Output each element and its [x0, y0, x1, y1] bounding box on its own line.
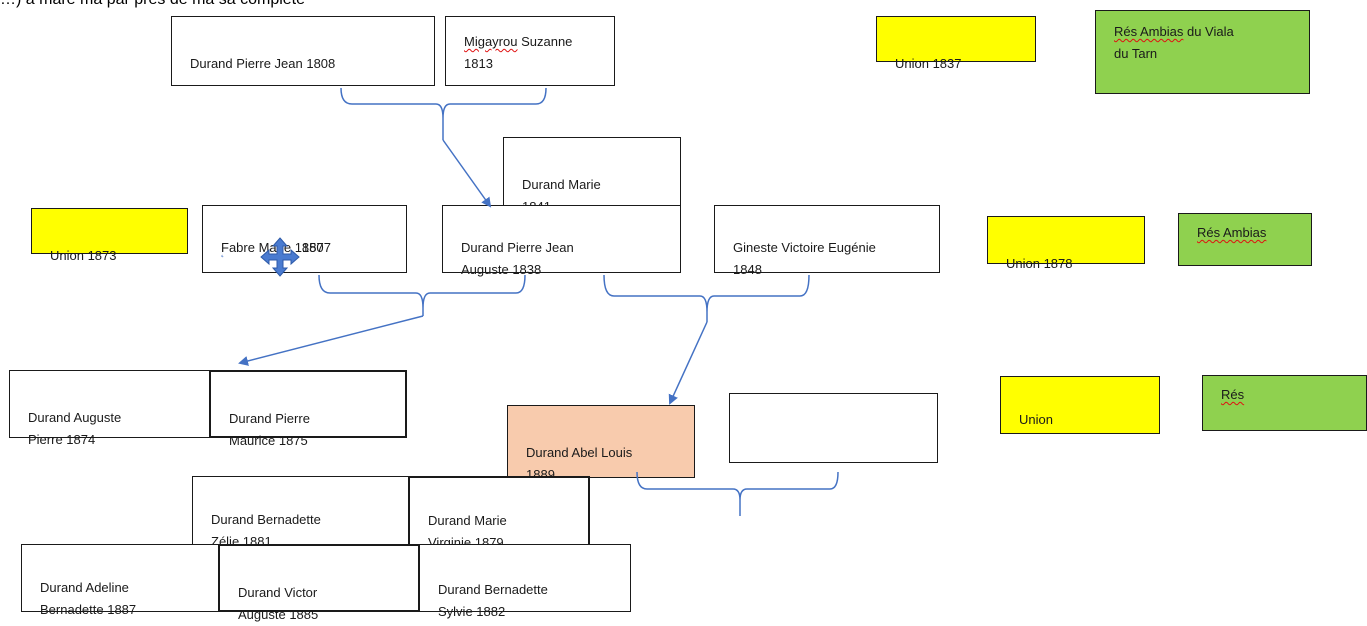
residence-label: du Viala du Tarn	[1114, 24, 1234, 61]
person-label: Gineste Victoire Eugénie 1848	[733, 240, 876, 277]
person-label: Durand Pierre Maurice 1875	[229, 411, 310, 448]
person-box-durand-pierre-jean-1808[interactable]: Durand Pierre Jean 1808	[171, 16, 435, 86]
union-label: Union	[1019, 412, 1053, 427]
person-box-durand-adeline[interactable]: Durand Adeline Bernadette 1887	[21, 544, 220, 617]
union-label: Union 1878	[1006, 256, 1073, 271]
residence-label-underlined: Rés Ambias	[1197, 225, 1267, 240]
union-box-1873[interactable]: Union 1873	[31, 208, 188, 263]
person-label: Durand Pierre Jean Auguste 1838	[461, 240, 574, 277]
person-label: Durand Adeline Bernadette 1887	[40, 580, 137, 617]
person-box-migayrou-suzanne[interactable]: Migayrou Suzanne 1813	[445, 16, 615, 86]
residence-label-underlined: Rés	[1221, 387, 1245, 402]
small-mark-icon: ˛	[221, 246, 225, 258]
arrow-connector	[442, 139, 492, 208]
union-label: Union 1873	[50, 248, 117, 263]
person-box-durand-pierre-jean-auguste[interactable]: Durand Pierre Jean Auguste 1838	[442, 205, 681, 277]
union-box-1837[interactable]: Union 1837	[876, 16, 1036, 71]
union-box-1878[interactable]: Union 1878	[987, 216, 1145, 271]
person-label: Durand Bernadette Sylvie 1882	[438, 582, 548, 619]
bracket-connector-top	[340, 87, 547, 119]
union-label: Union 1837	[895, 56, 962, 71]
person-box-durand-bernadette-zelie[interactable]: Durand Bernadette Zélie 1881	[192, 476, 409, 549]
clipped-header-text: …) a mare ma par pres de ma sa complete	[0, 0, 305, 9]
residence-box-ambias[interactable]: Rés Ambias	[1178, 213, 1312, 266]
person-label: Durand Victor Auguste 1885	[238, 585, 319, 622]
arrow-connector	[238, 315, 424, 366]
person-box-durand-bernadette-sylvie[interactable]: Durand Bernadette Sylvie 1882	[419, 544, 631, 619]
residence-label-underlined: Rés Ambias	[1114, 24, 1184, 39]
person-label: Durand Auguste Pierre 1874	[28, 410, 122, 447]
person-box-durand-pierre-maurice[interactable]: Durand Pierre Maurice 1875	[209, 370, 407, 448]
person-box-empty[interactable]	[729, 393, 938, 463]
fabre-marie-union-year: 1877	[302, 240, 331, 255]
person-box-durand-auguste-pierre[interactable]: Durand Auguste Pierre 1874	[9, 370, 212, 447]
person-box-durand-marie-virginie[interactable]: Durand Marie Virginie 1879	[408, 476, 590, 550]
move-arrows-icon[interactable]	[260, 237, 300, 277]
residence-box-viala[interactable]: Rés Ambias du Viala du Tarn	[1095, 10, 1310, 94]
residence-box-res[interactable]: Rés	[1202, 375, 1367, 431]
person-label: Suzanne 1813	[464, 34, 573, 71]
bracket-connector-right	[603, 274, 810, 313]
person-surname-misspelled: Migayrou	[464, 34, 518, 49]
union-box-blank[interactable]: Union	[1000, 376, 1160, 434]
person-box-durand-victor[interactable]: Durand Victor Auguste 1885	[218, 544, 420, 622]
person-label: Durand Pierre Jean 1808	[190, 56, 336, 71]
person-box-durand-abel-louis[interactable]: Durand Abel Louis 1889	[507, 405, 695, 482]
person-box-gineste-victoire[interactable]: Gineste Victoire Eugénie 1848	[714, 205, 940, 277]
person-box-durand-marie-1841[interactable]: Durand Marie 1841	[503, 137, 681, 214]
arrow-connector	[668, 321, 708, 405]
